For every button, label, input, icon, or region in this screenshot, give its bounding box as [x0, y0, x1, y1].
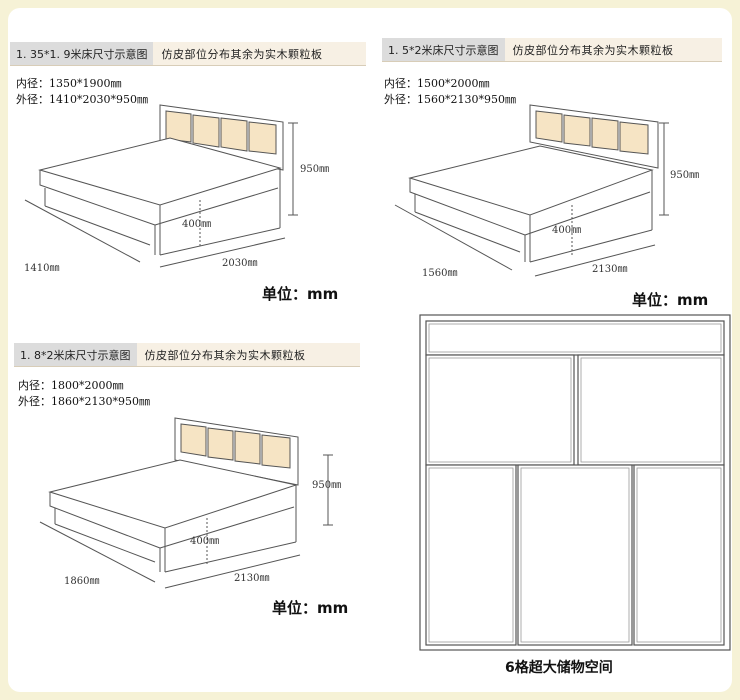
height-dimension: 950㎜: [300, 164, 329, 175]
bed-size-label: 1. 5*2米床尺寸示意图: [382, 38, 505, 61]
width-dimension: 1560㎜: [422, 268, 457, 279]
bed-header-2: 1. 5*2米床尺寸示意图 仿皮部位分布其余为实木颗粒板: [382, 38, 722, 62]
storage-height-dimension: 400㎜: [190, 536, 219, 547]
bed-diagram: 950㎜ 400㎜ 1560㎜ 2130㎜: [394, 104, 699, 279]
storage-compartment-top: [425, 320, 725, 356]
unit-label: 单位：mm: [262, 285, 339, 303]
storage-caption: 6格超大储物空间: [505, 660, 613, 676]
outer-dimensions: 外径：1860*2130*950㎜: [18, 395, 150, 408]
outer-dimensions: 外径：1560*2130*950㎜: [384, 93, 516, 106]
width-dimension: 1860㎜: [64, 576, 99, 587]
unit-label: 单位：mm: [272, 599, 349, 617]
outer-dimensions: 外径：1410*2030*950㎜: [16, 93, 148, 106]
storage-compartment-upper-right: [577, 354, 725, 466]
height-dimension: 950㎜: [312, 480, 341, 491]
length-dimension: 2130㎜: [234, 573, 269, 584]
material-note: 仿皮部位分布其余为实木颗粒板: [161, 47, 323, 61]
bed-diagram: 950㎜ 400㎜ 1860㎜ 2130㎜: [39, 417, 341, 589]
bed-section-2: 1. 5*2米床尺寸示意图 仿皮部位分布其余为实木颗粒板 内径：1500*200…: [0, 0, 740, 310]
inner-dimensions: 内径：1500*2000㎜: [384, 77, 490, 90]
bed-size-label: 1. 35*1. 9米床尺寸示意图: [10, 42, 154, 65]
inner-dimensions: 内径：1350*1900㎜: [16, 77, 122, 90]
bed-diagram: 950㎜ 400㎜ 1410㎜ 2030㎜: [24, 104, 329, 274]
bed-header-1: 1. 35*1. 9米床尺寸示意图 仿皮部位分布其余为实木颗粒板: [10, 42, 366, 66]
length-dimension: 2130㎜: [592, 264, 627, 275]
storage-height-dimension: 400㎜: [552, 225, 581, 236]
bed-header-3: 1. 8*2米床尺寸示意图 仿皮部位分布其余为实木颗粒板: [14, 343, 360, 367]
storage-compartment-lower-left: [425, 464, 517, 646]
storage-compartment-upper-left: [425, 354, 575, 466]
bed-section-1: 1. 35*1. 9米床尺寸示意图 仿皮部位分布其余为实木颗粒板 内径：1350…: [0, 0, 380, 310]
material-note: 仿皮部位分布其余为实木颗粒板: [144, 348, 306, 362]
storage-compartment-lower-right: [633, 464, 725, 646]
storage-compartment-diagram: [419, 314, 731, 651]
length-dimension: 2030㎜: [222, 258, 257, 269]
storage-compartment-lower-middle: [517, 464, 633, 646]
width-dimension: 1410㎜: [24, 263, 59, 274]
material-note: 仿皮部位分布其余为实木颗粒板: [512, 43, 674, 57]
height-dimension: 950㎜: [670, 170, 699, 181]
bed-section-3: 1. 8*2米床尺寸示意图 仿皮部位分布其余为实木颗粒板 内径：1800*200…: [0, 310, 400, 650]
storage-height-dimension: 400㎜: [182, 219, 211, 230]
unit-label: 单位：mm: [632, 291, 709, 309]
bed-size-label: 1. 8*2米床尺寸示意图: [14, 343, 137, 366]
inner-dimensions: 内径：1800*2000㎜: [18, 379, 124, 392]
